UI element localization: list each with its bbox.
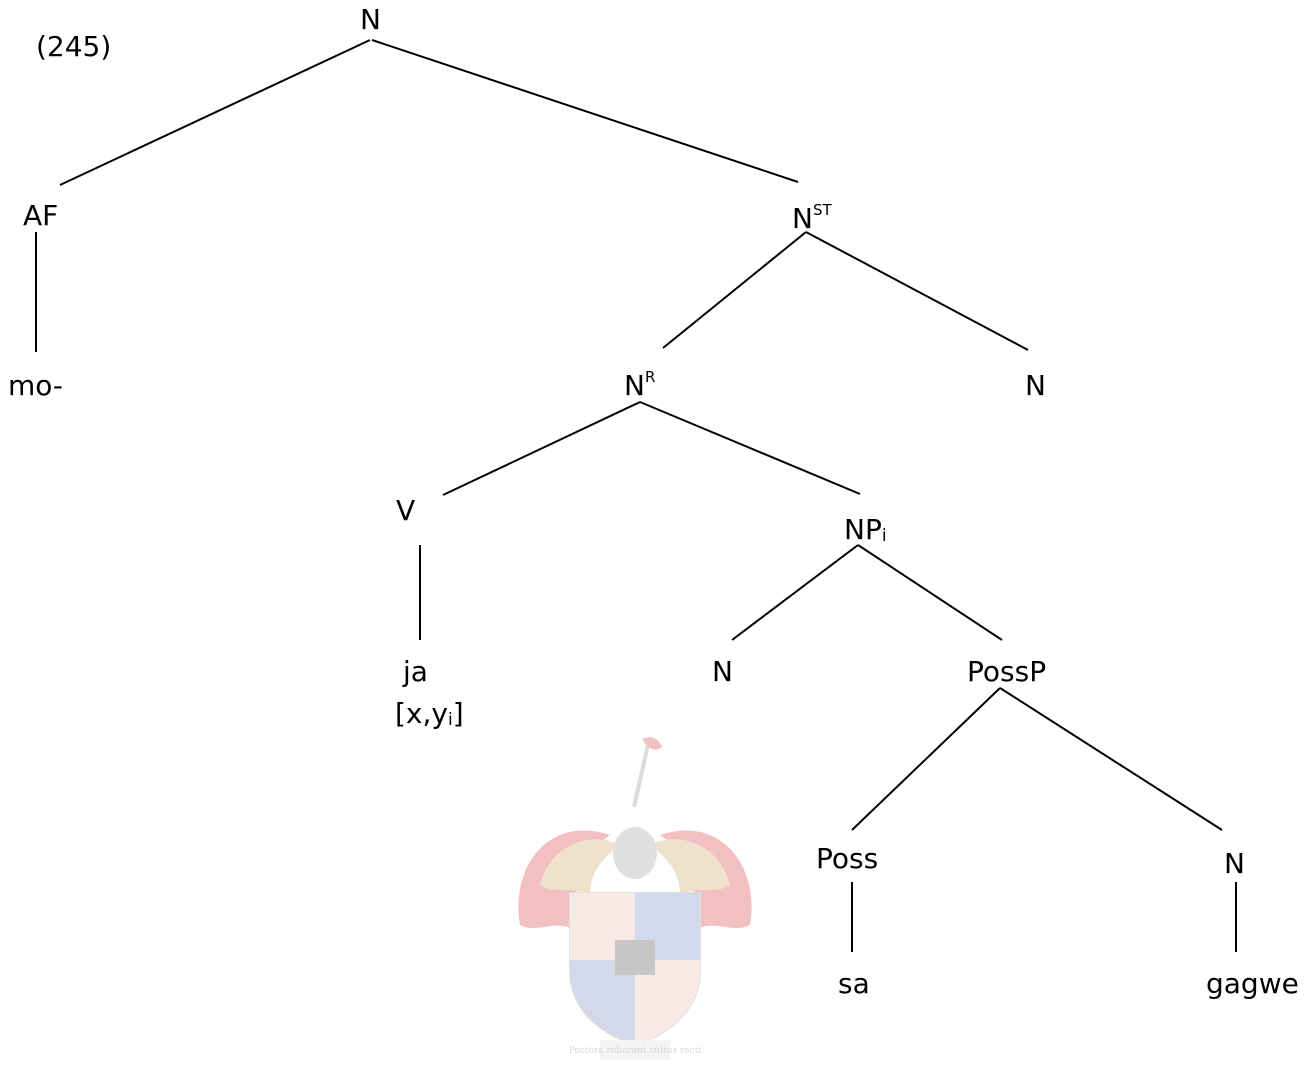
node-af: AF bbox=[23, 199, 59, 232]
node-root-n: N bbox=[360, 3, 381, 36]
node-ja-args: [x,yi] bbox=[395, 697, 464, 730]
node-ja-args-subscript: i bbox=[447, 710, 453, 730]
tree-edge-possp-n_bottom bbox=[999, 687, 1223, 831]
crest-motto: Pectora roborant cultus recti bbox=[569, 1046, 701, 1056]
tree-edge-possp-poss bbox=[851, 687, 1001, 831]
example-number: (245) bbox=[36, 30, 112, 63]
node-n-st-superscript: ST bbox=[812, 201, 832, 219]
tree-edge-npi-possp bbox=[857, 544, 1003, 641]
node-sa: sa bbox=[838, 967, 870, 1000]
node-n-mid: N bbox=[712, 655, 733, 688]
node-n-r: NR bbox=[624, 368, 656, 402]
tree-edge-nr-v bbox=[442, 401, 641, 496]
node-mo: mo- bbox=[8, 369, 64, 402]
node-np-i-subscript: i bbox=[881, 526, 887, 546]
node-possp: PossP bbox=[967, 655, 1047, 688]
node-n-right: N bbox=[1025, 369, 1046, 402]
tree-edges bbox=[35, 39, 1237, 952]
node-n-r-superscript: R bbox=[644, 368, 656, 386]
node-gagwe: gagwe bbox=[1206, 967, 1299, 1000]
tree-edge-nst-nr bbox=[662, 231, 807, 349]
tree-edge-root-af bbox=[59, 39, 371, 186]
tree-edge-npi-n_mid bbox=[731, 544, 859, 641]
node-np-i: NPi bbox=[844, 513, 887, 546]
node-n-bottom: N bbox=[1224, 847, 1245, 880]
node-poss: Poss bbox=[816, 842, 879, 875]
tree-edge-root-nst bbox=[371, 39, 799, 183]
tree-edge-nst-n_right bbox=[805, 231, 1029, 351]
node-n-st: NST bbox=[792, 201, 832, 235]
university-crest-watermark: Pectora roborant cultus recti bbox=[518, 737, 752, 1060]
tree-edge-nr-npi bbox=[639, 401, 861, 495]
node-ja: ja bbox=[403, 655, 428, 688]
node-v: V bbox=[396, 494, 416, 527]
